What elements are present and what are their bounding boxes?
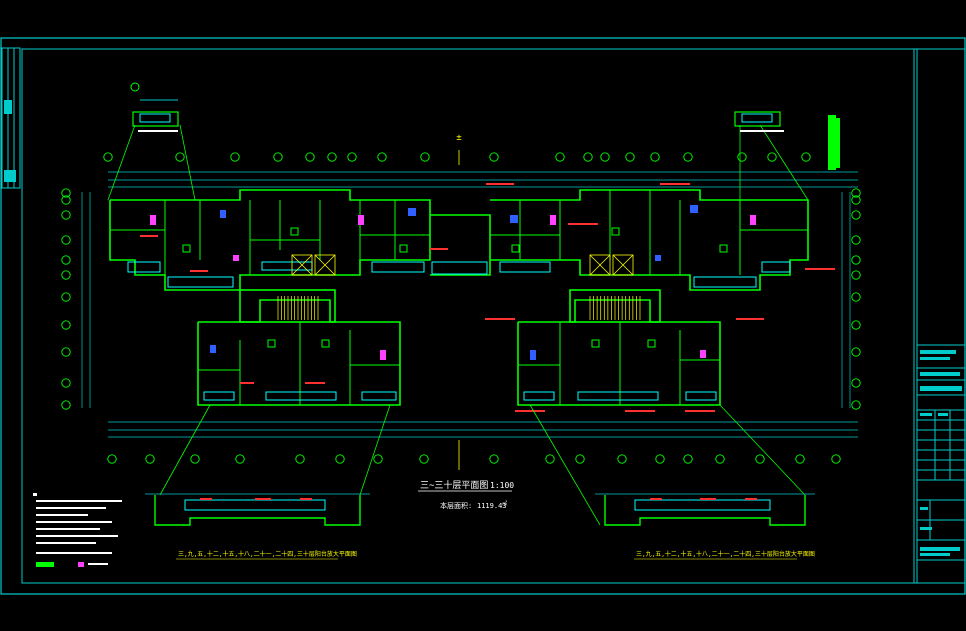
grid-bubble-top [767,152,777,162]
grid-bubble-bottom [575,454,585,464]
grid-bubbles-left [61,188,71,410]
grid-bubble-top [801,152,811,162]
grid-bubble-left [61,210,71,220]
grid-bubble-bottom [755,454,765,464]
grid-bubble-bottom [795,454,805,464]
plan-scale: 1:100 [490,481,514,490]
grid-bubbles-bottom [107,454,841,464]
grid-bubble-left [61,378,71,388]
detail-view-top-left [130,82,179,132]
grid-bubble-top [377,152,387,162]
grid-bubble-top [347,152,357,162]
grid-bubble-bottom [489,454,499,464]
detail-view-top-right [734,111,784,132]
grid-bubble-left [61,195,71,205]
grid-bubble-right [851,400,861,410]
general-notes [33,493,122,567]
floor-plan-walls [109,189,809,406]
grid-bubble-top [600,152,610,162]
grid-bubble-left [61,400,71,410]
grid-bubble-bottom [145,454,155,464]
grid-bubble-bottom [373,454,383,464]
fixtures [150,205,756,360]
right-notes [828,115,840,170]
grid-bubble-right [851,255,861,265]
grid-bubble-left [61,270,71,280]
elevator-shafts [291,254,634,276]
window-lines [127,261,791,401]
grid-bubble-left [61,255,71,265]
area-value: 1119.43 [477,502,507,510]
stair-treads [277,296,641,320]
grid-bubble-right [851,210,861,220]
grid-bubble-left [61,235,71,245]
title-block-fills [920,350,962,556]
plan-title: 三~三十层平面图 [420,479,488,491]
grid-bubble-top [683,152,693,162]
grid-bubble-bottom [295,454,305,464]
area-label: 本层面积: [440,501,472,510]
grid-bubble-bottom [190,454,200,464]
grid-bubble-bottom [655,454,665,464]
detail-balcony-right [595,493,815,526]
grid-bubble-top [305,152,315,162]
title-block [917,344,965,561]
grid-bubble-top [420,152,430,162]
grid-bubble-left [61,347,71,357]
grid-bubble-left [61,320,71,330]
grid-bubble-top [230,152,240,162]
detail-title-left: 三,九,五,十二,十五,十八,二十一,二十四,三十层阳台放大平面图 [178,550,357,558]
grid-bubble-top [327,152,337,162]
sheet-border [0,37,966,595]
grid-bubbles-right [851,188,861,410]
grid-bubble-right [851,347,861,357]
grid-bubble-bottom [419,454,429,464]
grid-bubble-right [851,320,861,330]
grid-bubble-top [650,152,660,162]
grid-bubble-top [555,152,565,162]
grid-bubble-bottom [715,454,725,464]
grid-bubble-right [851,378,861,388]
grid-bubble-right [851,195,861,205]
grid-bubble-bottom [545,454,555,464]
grid-bubble-top [175,152,185,162]
dimension-lines [81,171,858,438]
grid-bubble-top [273,152,283,162]
grid-bubble-right [851,270,861,280]
grid-bubbles-top [103,152,811,162]
grid-bubble-bottom [107,454,117,464]
north-mark-top: ± [456,133,462,143]
grid-bubble-bottom [335,454,345,464]
grid-bubble-bottom [683,454,693,464]
red-annotations [140,183,835,412]
interior-partitions [110,190,808,405]
grid-bubble-bottom [235,454,245,464]
grid-bubble-left [61,188,71,198]
grid-bubble-top [583,152,593,162]
binding-strip [1,47,21,189]
detail-title-right: 三,九,五,十二,十五,十八,二十一,二十四,三十层阳台放大平面图 [636,550,815,558]
grid-bubble-top [103,152,113,162]
area-unit: ㎡ [502,500,507,507]
grid-bubble-bottom [831,454,841,464]
grid-bubble-top [737,152,747,162]
grid-bubble-right [851,235,861,245]
unit-markers [182,227,728,348]
grid-bubble-top [625,152,635,162]
detail-balcony-left [145,493,370,526]
leader-lines [107,124,809,526]
grid-bubble-left [61,292,71,302]
grid-bubble-right [851,292,861,302]
grid-bubble-right [851,188,861,198]
grid-bubble-top [489,152,499,162]
grid-bubble-bottom [617,454,627,464]
